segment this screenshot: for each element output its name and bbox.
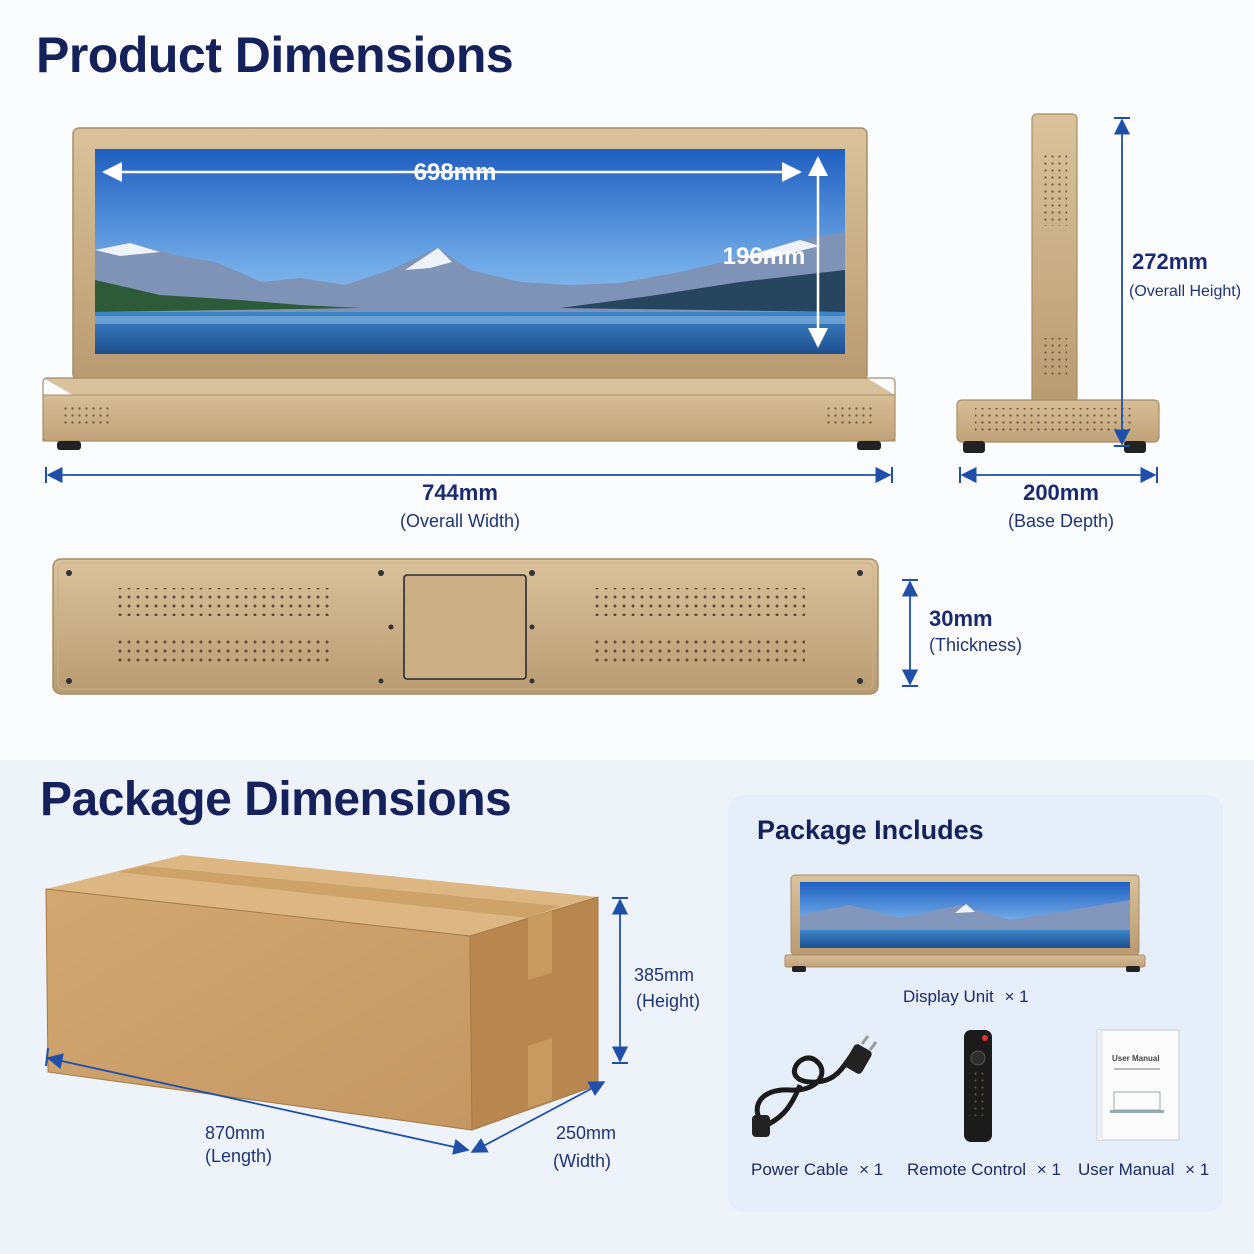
box-width-value: 250mm: [556, 1123, 617, 1143]
box-width-arrow: [470, 1081, 606, 1153]
power-cable-name: Power Cable: [751, 1160, 849, 1179]
box-length-arrow: [46, 1053, 470, 1155]
power-cable-icon: [752, 1035, 878, 1137]
user-manual-icon: [1096, 1029, 1180, 1141]
power-cable-label: Power Cable × 1: [751, 1160, 883, 1180]
user-manual-label: User Manual × 1: [1078, 1160, 1209, 1180]
box-length-caption: (Length): [205, 1146, 273, 1166]
package-includes-panel: [728, 795, 1223, 1212]
user-manual-qty: × 1: [1185, 1160, 1210, 1179]
base-depth-value: 200mm: [1023, 480, 1099, 505]
package-includes-title: Package Includes: [757, 815, 984, 845]
remote-control-qty: × 1: [1036, 1160, 1061, 1179]
package-dimensions-title: Package Dimensions: [40, 773, 512, 826]
screen-height-label: 196mm: [722, 243, 806, 270]
display-unit-qty: × 1: [1004, 987, 1029, 1006]
display-bottom-view: [52, 558, 879, 695]
overall-width-caption: (Overall Width): [399, 511, 520, 531]
display-front-view: [42, 127, 896, 450]
box-height-caption: (Height): [636, 991, 701, 1011]
shipping-box: [45, 855, 599, 1131]
display-side-view: [956, 113, 1160, 453]
overall-height-caption: (Overall Height): [1129, 283, 1242, 300]
user-manual-name: User Manual: [1078, 1160, 1175, 1179]
thickness-value: 30mm: [929, 606, 993, 631]
thickness-caption: (Thickness): [929, 635, 1023, 655]
remote-control-name: Remote Control: [907, 1160, 1027, 1179]
screen-width-label: 698mm: [413, 159, 497, 186]
remote-control-label: Remote Control × 1: [907, 1160, 1061, 1180]
display-unit-label: Display Unit × 1: [903, 987, 1029, 1007]
manual-cover-text: User Manual: [1112, 1054, 1160, 1063]
power-cable-qty: × 1: [859, 1160, 884, 1179]
overall-height-value: 272mm: [1132, 249, 1208, 274]
overall-width-value: 744mm: [422, 480, 498, 505]
display-unit-name: Display Unit: [903, 987, 994, 1006]
remote-control-icon: [964, 1030, 992, 1142]
included-display-unit: [784, 874, 1146, 972]
base-depth-caption: (Base Depth): [1007, 511, 1115, 531]
product-dimensions-title: Product Dimensions: [36, 27, 514, 83]
box-height-value: 385mm: [634, 965, 695, 985]
box-width-caption: (Width): [553, 1151, 611, 1171]
box-length-value: 870mm: [205, 1123, 266, 1143]
